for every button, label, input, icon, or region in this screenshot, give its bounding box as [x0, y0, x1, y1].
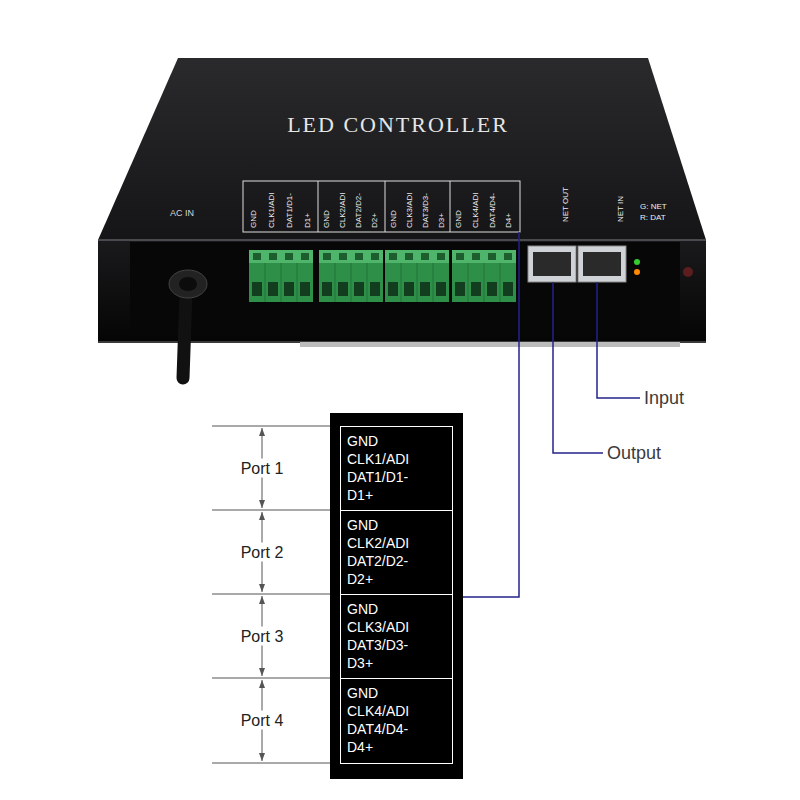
- port-label: NET OUT: [561, 187, 571, 222]
- brand-title: LED CONTROLLER: [287, 112, 509, 138]
- pin-label: GND: [322, 210, 332, 228]
- pin-name: D1+: [347, 486, 446, 504]
- pin-label: CLK2/ADI: [338, 192, 348, 228]
- label-divider: [318, 181, 319, 232]
- pin-label: DAT3/D3-: [421, 193, 431, 228]
- callout-label: Input: [644, 387, 684, 409]
- pin-name: CLK2/ADI: [347, 534, 446, 552]
- pin-name: D2+: [347, 570, 446, 588]
- pin-name: GND: [347, 516, 446, 534]
- indicator-glow: [683, 267, 693, 277]
- pin-name: DAT1/D1-: [347, 468, 446, 486]
- arrowhead: [259, 584, 265, 592]
- rj45-port: [578, 246, 626, 282]
- pin-label: GND: [389, 210, 399, 228]
- arrowhead: [259, 512, 265, 520]
- callout-label: Output: [607, 442, 661, 464]
- led-legend: G: NET: [640, 202, 667, 212]
- led-legend: R: DAT: [640, 213, 666, 223]
- net-led: [634, 259, 640, 265]
- arrowhead: [259, 596, 265, 604]
- arrowhead: [259, 668, 265, 676]
- port-name: Port 2: [237, 543, 288, 562]
- label-divider: [385, 181, 386, 232]
- arrowhead: [259, 428, 265, 436]
- bracket-line: [212, 510, 330, 511]
- port-brackets: [212, 426, 330, 763]
- bracket-line: [212, 594, 330, 595]
- pin-group-box: GNDCLK3/ADIDAT3/D3-D3+: [340, 594, 453, 679]
- pin-label: DAT2/D2-: [354, 193, 364, 228]
- pin-name: D3+: [347, 654, 446, 672]
- callout-panel: [330, 413, 463, 779]
- terminal-block: [319, 250, 383, 302]
- cable-gland: [169, 270, 207, 298]
- pin-label: CLK4/ADI: [471, 192, 481, 228]
- pin-name: CLK3/ADI: [347, 618, 446, 636]
- pin-name: DAT2/D2-: [347, 552, 446, 570]
- bracket-line: [212, 678, 330, 679]
- rj45-opening: [583, 252, 621, 276]
- port-label: NET IN: [616, 196, 626, 222]
- pin-label: D2+: [370, 213, 380, 228]
- terminal-block: [385, 250, 449, 302]
- pin-name: GND: [347, 432, 446, 450]
- pin-name: CLK1/ADI: [347, 450, 446, 468]
- cable-gland-core: [179, 277, 197, 291]
- pin-group-box: GNDCLK1/ADIDAT1/D1-D1+: [340, 426, 453, 511]
- data-led: [634, 269, 640, 275]
- pin-label: CLK3/ADI: [405, 192, 415, 228]
- port-name: Port 1: [237, 459, 288, 478]
- pin-name: GND: [347, 684, 446, 702]
- connector-label: AC IN: [170, 208, 194, 219]
- pin-label: GND: [454, 210, 464, 228]
- port-name: Port 4: [237, 711, 288, 730]
- leader-line: [553, 282, 603, 453]
- pin-name: DAT4/D4-: [347, 720, 446, 738]
- base-shadow: [300, 342, 680, 347]
- arrowhead: [259, 753, 265, 761]
- label-divider: [450, 181, 451, 232]
- terminal-block: [452, 250, 516, 302]
- pin-group-box: GNDCLK4/ADIDAT4/D4-D4+: [340, 678, 453, 764]
- pin-label: GND: [249, 210, 259, 228]
- housing-edge: [98, 239, 706, 241]
- port-name: Port 3: [237, 627, 288, 646]
- pin-label: DAT4/D4-: [488, 193, 498, 228]
- bracket-line: [212, 763, 330, 764]
- rj45-opening: [533, 252, 571, 276]
- arrowhead: [259, 680, 265, 688]
- pin-name: CLK4/ADI: [347, 702, 446, 720]
- pin-name: DAT3/D3-: [347, 636, 446, 654]
- pin-label: D4+: [504, 213, 514, 228]
- pin-group-box: GNDCLK2/ADIDAT2/D2-D2+: [340, 510, 453, 595]
- power-cable: [183, 292, 186, 378]
- leader-line: [463, 232, 519, 597]
- housing-top: [98, 58, 706, 240]
- label-strip: [243, 181, 520, 232]
- rj45-port: [528, 246, 576, 282]
- terminal-block: [249, 250, 313, 302]
- pin-name: D4+: [347, 738, 446, 756]
- pin-label: D3+: [437, 213, 447, 228]
- bracket-line: [212, 426, 330, 427]
- pin-label: DAT1/D1-: [285, 193, 295, 228]
- leader-line: [597, 282, 640, 398]
- pin-label: D1+: [303, 213, 313, 228]
- pin-name: GND: [347, 600, 446, 618]
- pin-label: CLK1/ADI: [267, 192, 277, 228]
- arrowhead: [259, 500, 265, 508]
